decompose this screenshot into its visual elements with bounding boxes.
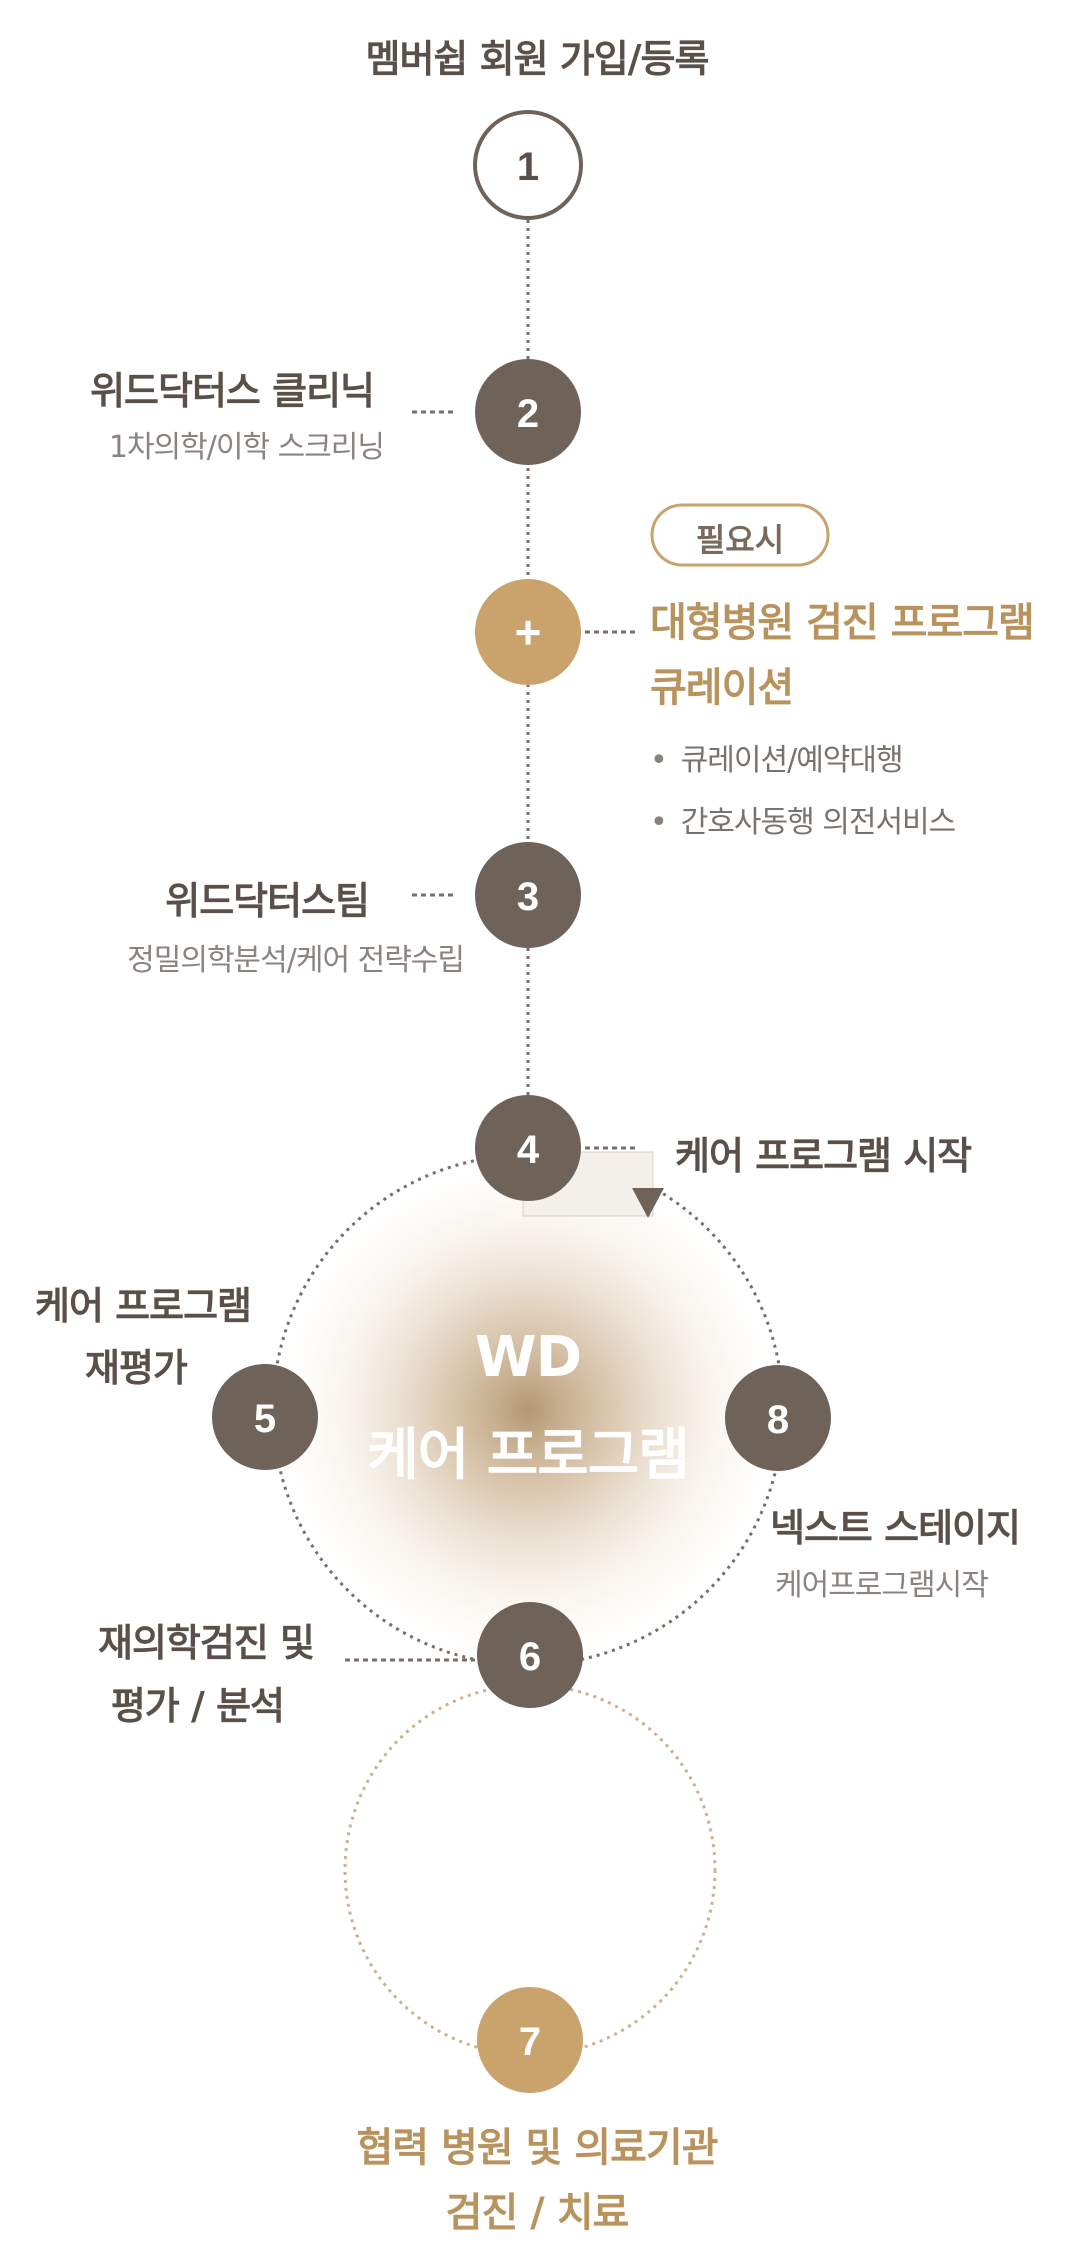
step-3-number: 3: [517, 875, 539, 919]
cycle-arrow-icon: [632, 1188, 664, 1218]
plus-bullet-item: 큐레이션/예약대행: [650, 735, 955, 779]
step-5-circle: [212, 1364, 318, 1470]
step-1-node: 1: [473, 110, 583, 220]
step-2-circle: [475, 359, 581, 465]
plus-bullet-list: 큐레이션/예약대행 간호사동행 의전서비스: [650, 735, 957, 859]
step-6-node: 6: [477, 1602, 583, 1708]
step-7-node: 7: [477, 1987, 583, 2093]
needed-badge: 필요시: [695, 521, 785, 559]
step-2-subtitle: 1차의학/이학 스크리닝: [108, 430, 385, 465]
step-8-circle: [725, 1365, 831, 1471]
step-7-title-line1: 협력 병원 및 의료기관: [356, 2125, 719, 2171]
step-3-node: 3: [475, 842, 581, 948]
center-glow: [258, 1140, 798, 1680]
step-8-node: 8: [725, 1365, 831, 1471]
step-7-circle: [477, 1987, 583, 2093]
center-label-line2: 케어 프로그램: [367, 1423, 690, 1488]
step-4-node: 4: [475, 1095, 581, 1201]
step-5-node: 5: [212, 1364, 318, 1470]
step-1-circle: [473, 110, 583, 220]
step-8-subtitle: 케어프로그램시작: [775, 1568, 989, 1603]
step-4-circle: [475, 1095, 581, 1201]
step-5-number: 5: [254, 1397, 276, 1441]
step-plus-node: +: [475, 579, 581, 685]
step-4-title: 케어 프로그램 시작: [675, 1134, 972, 1178]
step-plus-circle: [475, 579, 581, 685]
step-1-number: 1: [517, 145, 539, 189]
step-2-node: 2: [475, 359, 581, 465]
step-3-title: 위드닥터스팀: [165, 879, 370, 923]
step-3-subtitle: 정밀의학분석/케어 전략수립: [127, 943, 465, 978]
step-6-title-line1: 재의학검진 및: [98, 1621, 315, 1665]
step-6-title-line2: 평가 / 분석: [110, 1684, 285, 1728]
plus-bullet-item: 간호사동행 의전서비스: [650, 797, 957, 841]
step-5-title-line2: 재평가: [85, 1346, 188, 1390]
step-7-title-line2: 검진 / 치료: [445, 2190, 630, 2236]
center-label-line1: WD: [474, 1325, 582, 1390]
plus-icon: +: [515, 606, 542, 658]
step-7-number: 7: [519, 2020, 541, 2064]
step-2-number: 2: [517, 392, 539, 436]
step-3-circle: [475, 842, 581, 948]
step-8-number: 8: [767, 1398, 789, 1442]
step-6-number: 6: [519, 1635, 541, 1679]
step-5-title-line1: 케어 프로그램: [35, 1284, 252, 1328]
plus-title-line2: 큐레이션: [650, 665, 794, 711]
step-8-title: 넥스트 스테이지: [770, 1506, 1021, 1550]
step-1-title: 멤버쉽 회원 가입/등록: [365, 37, 710, 81]
step-2-title: 위드닥터스 클리닉: [90, 369, 375, 413]
badge-outline: [650, 503, 830, 567]
step-6-circle: [477, 1602, 583, 1708]
step-4-number: 4: [517, 1128, 540, 1172]
plus-title-line1: 대형병원 검진 프로그램: [650, 600, 1035, 646]
